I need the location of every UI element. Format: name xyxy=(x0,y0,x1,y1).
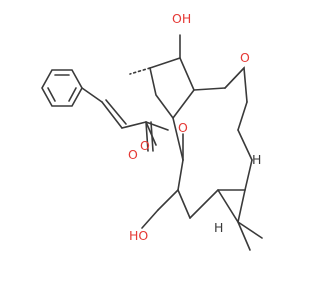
hydrogen-label-top-right: H xyxy=(252,152,261,167)
structure-diagram: OH O O O O HO H H xyxy=(41,11,263,251)
molecule-canvas: OH O O O O HO H H xyxy=(41,11,263,251)
hydroxyl-label-bottom: HO xyxy=(129,228,148,243)
ester-carbonyl-oxygen-label: O xyxy=(128,147,138,162)
ester-oxygen-label: O xyxy=(140,138,150,153)
ester-carbonyl xyxy=(145,121,154,152)
epoxide-oxygen-label: O xyxy=(240,50,250,65)
phenyl-ring xyxy=(41,69,83,107)
hydroxyl-label-top: OH xyxy=(172,11,191,26)
cyclopropane-ring xyxy=(217,189,263,251)
cinnamoyl-chain xyxy=(81,87,169,146)
hydrogen-label-bottom-right: H xyxy=(214,220,223,235)
macrocycle xyxy=(141,66,253,229)
ketone-oxygen-label: O xyxy=(178,120,188,135)
cyclopentane-ring xyxy=(129,34,195,120)
